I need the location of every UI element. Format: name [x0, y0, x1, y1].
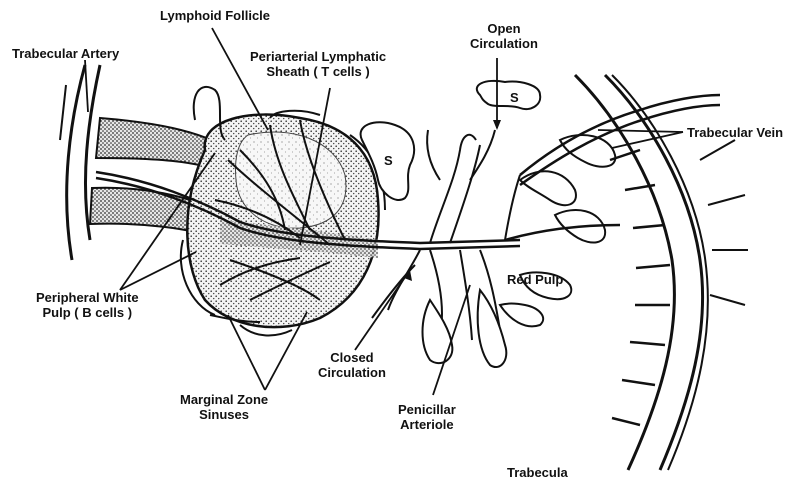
label-trabecular-artery-text: Trabecular Artery — [12, 46, 119, 61]
label-marginal-zone-sinuses: Marginal Zone Sinuses — [180, 392, 268, 422]
label-lymphoid-follicle: Lymphoid Follicle — [160, 8, 270, 23]
sinus-label-2: S — [510, 90, 519, 105]
label-trabecular-vein: Trabecular Vein — [687, 125, 783, 140]
label-peripheral-white-pulp: Peripheral White Pulp ( B cells ) — [36, 290, 139, 320]
sinus-label-1: S — [384, 153, 393, 168]
label-red-pulp-text: Red Pulp — [507, 272, 563, 287]
label-peripheral-white-pulp-line-2: Pulp ( B cells ) — [36, 305, 139, 320]
label-pals-line-2: Sheath ( T cells ) — [250, 64, 386, 79]
label-pals-line-1: Periarterial Lymphatic — [250, 49, 386, 64]
label-marginal-zone-sinuses-line-2: Sinuses — [180, 407, 268, 422]
label-penicillar-arteriole: Penicillar Arteriole — [398, 402, 456, 432]
label-penicillar-arteriole-line-2: Arteriole — [398, 417, 456, 432]
red-pulp-cords — [423, 135, 616, 367]
label-open-circulation-line-2: Circulation — [470, 36, 538, 51]
leader-lines — [85, 28, 683, 395]
label-peripheral-white-pulp-line-1: Peripheral White — [36, 290, 139, 305]
open-circulation-vessels — [427, 130, 520, 243]
leader-arrowheads — [404, 120, 501, 281]
label-penicillar-arteriole-line-1: Penicillar — [398, 402, 456, 417]
trabecular-artery — [60, 65, 100, 260]
label-closed-circulation: Closed Circulation — [318, 350, 386, 380]
label-trabecula: Trabecula — [507, 465, 568, 480]
label-closed-circulation-line-2: Circulation — [318, 365, 386, 380]
label-lymphoid-follicle-text: Lymphoid Follicle — [160, 8, 270, 23]
sinus-top — [477, 81, 540, 109]
label-trabecular-vein-text: Trabecular Vein — [687, 125, 783, 140]
label-marginal-zone-sinuses-line-1: Marginal Zone — [180, 392, 268, 407]
label-open-circulation: Open Circulation — [470, 21, 538, 51]
label-red-pulp: Red Pulp — [507, 272, 563, 287]
label-pals: Periarterial Lymphatic Sheath ( T cells … — [250, 49, 386, 79]
label-open-circulation-line-1: Open — [470, 21, 538, 36]
trabecular-vein — [505, 95, 720, 240]
label-trabecular-artery: Trabecular Artery — [12, 46, 119, 61]
label-trabecula-text: Trabecula — [507, 465, 568, 480]
label-closed-circulation-line-1: Closed — [318, 350, 386, 365]
